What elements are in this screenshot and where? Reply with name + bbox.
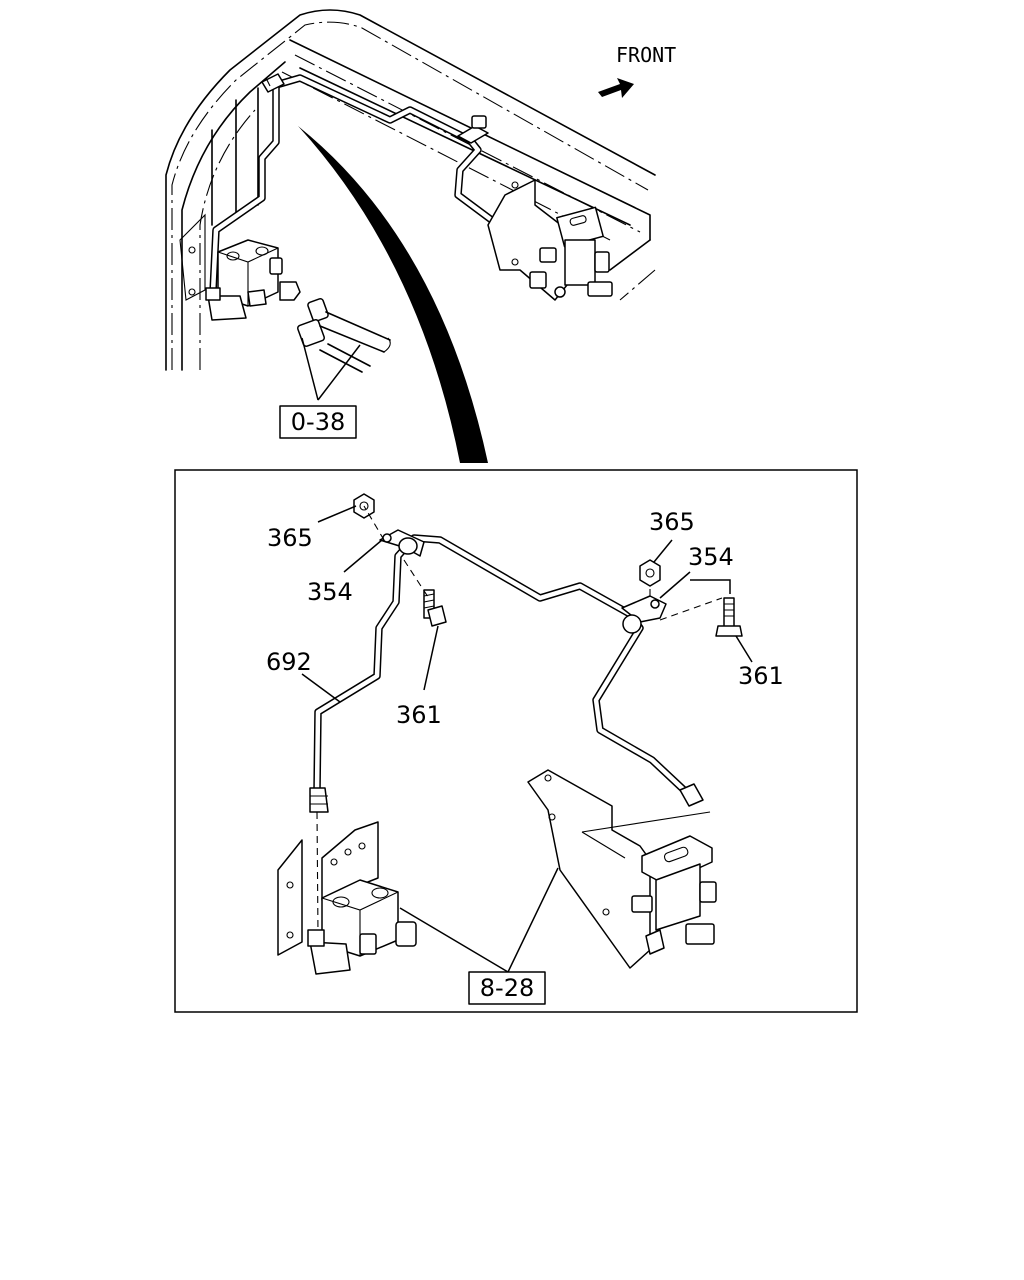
callout-354-left: 354: [307, 578, 353, 606]
callout-leaders: [301, 505, 753, 703]
detail-ref-label: 8-28: [480, 974, 534, 1002]
detail-ref-box: [468, 971, 546, 1005]
callout-354-right: 354: [688, 543, 734, 571]
bolt-right: [715, 597, 743, 637]
overview-valve-left: [205, 239, 301, 321]
overview-ref-box: [279, 405, 357, 439]
overview-clip-right: [457, 115, 489, 144]
clip-right: [621, 595, 667, 634]
callout-361-left: 361: [396, 701, 442, 729]
overview-valve-right: [487, 179, 613, 301]
valve-assembly-left: [277, 821, 417, 975]
frame-outline: [165, 9, 656, 371]
overview-ref-label: 0-38: [291, 408, 345, 436]
nut-right: [639, 559, 661, 587]
overview-view: 0-38 FRONT: [165, 9, 676, 439]
zoom-indicator: [298, 126, 488, 463]
callout-365-right: 365: [649, 508, 695, 536]
detail-ref-leaders: [399, 867, 559, 973]
callout-692: 692: [266, 648, 312, 676]
overview-clip-left: [261, 73, 285, 93]
bolt-left: [423, 589, 447, 627]
pipe-692: [309, 534, 704, 813]
overview-hoses: [296, 297, 391, 373]
detail-frame: [174, 469, 858, 1013]
detail-view: 8-28 365 354 692 361 365 354 361: [266, 493, 784, 1005]
overview-ref-leaders: [301, 337, 361, 401]
front-label: FRONT: [616, 43, 676, 67]
callout-365-left: 365: [267, 524, 313, 552]
front-arrow-icon: [598, 78, 634, 98]
callout-361-right: 361: [738, 662, 784, 690]
valve-assembly-right: [527, 769, 717, 969]
clip-left: [379, 529, 425, 557]
overview-pipe: [209, 74, 549, 296]
